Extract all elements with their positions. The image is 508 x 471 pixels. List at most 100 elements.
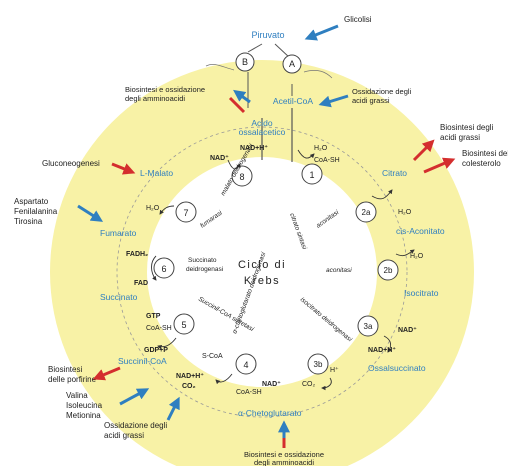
malate-label: L-Malato [140, 168, 173, 178]
enzyme-aconitase-2: aconitasi [326, 267, 352, 274]
amino-top-arrow-blue [233, 89, 251, 104]
step-3b-label: 3b [314, 360, 323, 369]
fatty-ox-bottom-arrow [166, 396, 180, 421]
porphyrins-line2: delle porfirine [48, 375, 97, 384]
fadh2-step6: FADH₂ [126, 251, 148, 258]
fatty-bio-line2: acidi grassi [440, 133, 480, 142]
nad-step4: NAD⁺ [262, 380, 281, 388]
nadh-step3a: NAD+H⁺ [368, 346, 396, 354]
amino-top-line1: Biosintesi e ossidazione [125, 85, 205, 94]
gdp-step5: GDP+P [144, 347, 168, 354]
glycolysis-label: Glicolisi [344, 15, 372, 24]
enzyme-b-circle [235, 52, 255, 72]
step-2a-label: 2a [362, 208, 371, 217]
aspartate-line2: Fenilalanina [14, 207, 58, 216]
h2o-step2b: H₂O [410, 253, 424, 260]
step-5: 5 [173, 313, 195, 335]
step-3a-label: 3a [364, 322, 373, 331]
fatty-ox-top-line1: Ossidazione degli [352, 87, 412, 96]
cholesterol-arrow [423, 157, 456, 174]
cofactor-arrows [151, 149, 415, 391]
amino-bottom-line2: degli amminoacidi [254, 458, 314, 466]
step-4-label: 4 [243, 360, 248, 370]
nadh-step4: NAD+H⁺ [176, 372, 204, 380]
enzyme-succinate-dh-line2: deidrogenasi [186, 266, 223, 273]
valine-line3: Metionina [66, 411, 101, 420]
fatty-ox-bottom-line1: Ossidazione degli [104, 421, 167, 430]
step-5-label: 5 [181, 320, 186, 330]
amino-top-line2: degli amminoacidi [125, 94, 185, 103]
alpha-kg-label: α-Chetoglutarato [238, 408, 302, 418]
porphyrins-line1: Biosintesi [48, 365, 82, 374]
cycle-path [116, 126, 408, 418]
fatty-bio-arrow [412, 139, 435, 162]
amino-bottom-line1: Biosintesi e ossidazione [244, 450, 324, 459]
step-8-label: 8 [239, 172, 244, 182]
step-3b: 3b [307, 353, 329, 375]
step-2b-label: 2b [384, 266, 393, 275]
valine-line1: Valina [66, 391, 88, 400]
enzyme-a-circle [282, 54, 302, 74]
co2-step3b: CO₂ [302, 381, 316, 388]
nad-step3a: NAD⁺ [398, 326, 417, 334]
coa-step4: CoA-SH [236, 389, 262, 396]
enzyme-succinate-dh-line1: Succinato [188, 257, 217, 264]
step-2a: 2a [355, 201, 377, 223]
aspartate-line1: Aspartato [14, 197, 49, 206]
gtp-step5: GTP [146, 313, 161, 320]
aspartate-line3: Tirosina [14, 217, 43, 226]
glycolysis-arrow [304, 24, 339, 41]
cycle-title-line1: Ciclo di [238, 259, 286, 271]
fatty-ox-top-arrow [318, 94, 349, 108]
amino-top-arrow-red [228, 96, 246, 114]
step-1-label: 1 [309, 170, 314, 180]
scoa-step4: S-CoA [202, 353, 223, 360]
co2-step4: CO₂ [182, 383, 196, 390]
citrate-label: Citrato [382, 168, 407, 178]
gluconeo-arrow [111, 162, 136, 175]
succinyl-coa-label: Succinil-CoA [118, 356, 167, 366]
pyruvate-to-b-line [247, 43, 263, 53]
enzyme-a-label: A [289, 59, 295, 69]
gluconeo-label: Gluconeogenesi [42, 159, 100, 168]
step-6-label: 6 [161, 264, 166, 274]
cholesterol-line1: Biosintesi del [462, 149, 508, 158]
succinate-label: Succinato [100, 292, 138, 302]
oxalosuccinate-label: Ossalsuccinato [368, 363, 426, 373]
inner-disk [147, 157, 377, 387]
fatty-ox-top-line2: acidi grassi [352, 96, 390, 105]
cis-aconitate-label: cis-Aconitato [396, 226, 445, 236]
step-2b: 2b [377, 259, 399, 281]
coa-step5: CoA-SH [146, 325, 172, 332]
atp-side-curve [205, 64, 235, 71]
nadh-step8: NAD+H⁺ [240, 144, 268, 152]
oxaloacetate-line2: ossalacetico [239, 127, 286, 137]
fumarate-label: Fumarato [100, 228, 137, 238]
isocitrate-label: Isocitrato [404, 288, 439, 298]
step-7-label: 7 [183, 208, 188, 218]
nad-side-curve [303, 70, 333, 79]
step-6: 6 [153, 257, 175, 279]
step-1: 1 [301, 163, 323, 185]
oxaloacetate-line1: Acido [251, 118, 273, 128]
valine-line2: Isoleucina [66, 401, 103, 410]
pyruvate-label: Piruvato [251, 30, 284, 40]
step-8: 8 [231, 165, 253, 187]
fatty-bio-line1: Biosintesi degli [440, 123, 494, 132]
coa-step1: CoA-SH [314, 157, 340, 164]
nad-step8: NAD⁺ [210, 154, 229, 162]
cycle-title-line2: Krebs [244, 275, 280, 287]
fatty-ox-bottom-line2: acidi grassi [104, 431, 144, 440]
valine-arrow [119, 388, 150, 406]
porphyrins-arrow [92, 366, 121, 381]
aspartate-arrow [77, 204, 104, 222]
fad-step6: FAD [134, 280, 148, 287]
step-4: 4 [235, 353, 257, 375]
step-7: 7 [175, 201, 197, 223]
cholesterol-line2: colesterolo [462, 159, 501, 168]
step-3a: 3a [357, 315, 379, 337]
h2o-step7: H₂O [146, 205, 160, 212]
h-step3b: H⁺ [330, 366, 339, 374]
